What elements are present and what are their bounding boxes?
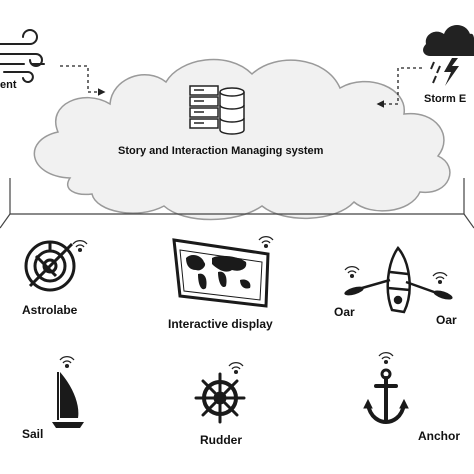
astrolabe-icon <box>24 240 76 292</box>
storm-to-cloud-arrow <box>376 67 422 108</box>
wind-label: ent <box>0 79 17 91</box>
wifi-icon <box>72 240 88 253</box>
anchor-icon <box>363 368 409 425</box>
oar-icon <box>344 278 391 296</box>
wind-icon <box>0 29 45 83</box>
wifi-icon <box>344 266 360 279</box>
world-map-display-icon <box>172 238 270 308</box>
wifi-icon <box>59 356 75 369</box>
wifi-icon <box>432 272 448 285</box>
device-label-oar-left: Oar <box>334 305 355 319</box>
device-label-rudder: Rudder <box>200 433 242 447</box>
cloud-title: Story and Interaction Managing system <box>118 145 324 157</box>
cloud-shape <box>33 58 451 221</box>
rowboat-icon <box>386 245 411 314</box>
wifi-icon <box>378 352 394 365</box>
storm-cloud-icon <box>423 25 474 86</box>
device-label-astrolabe: Astrolabe <box>22 303 78 317</box>
device-group-bracket <box>0 178 474 229</box>
wifi-icon <box>228 362 244 375</box>
device-label-anchor: Anchor <box>418 429 460 443</box>
sail-icon <box>52 372 84 428</box>
device-label-sail: Sail <box>22 427 44 441</box>
storm-label: Storm E <box>424 93 467 105</box>
server-database-icon <box>189 85 245 135</box>
device-label-interactive-display: Interactive display <box>168 317 273 331</box>
ship-wheel-icon <box>194 372 246 424</box>
device-label-oar-right: Oar <box>436 313 457 327</box>
wind-to-cloud-arrow <box>60 65 106 96</box>
wifi-icon <box>258 236 274 249</box>
oar-icon <box>405 280 453 300</box>
